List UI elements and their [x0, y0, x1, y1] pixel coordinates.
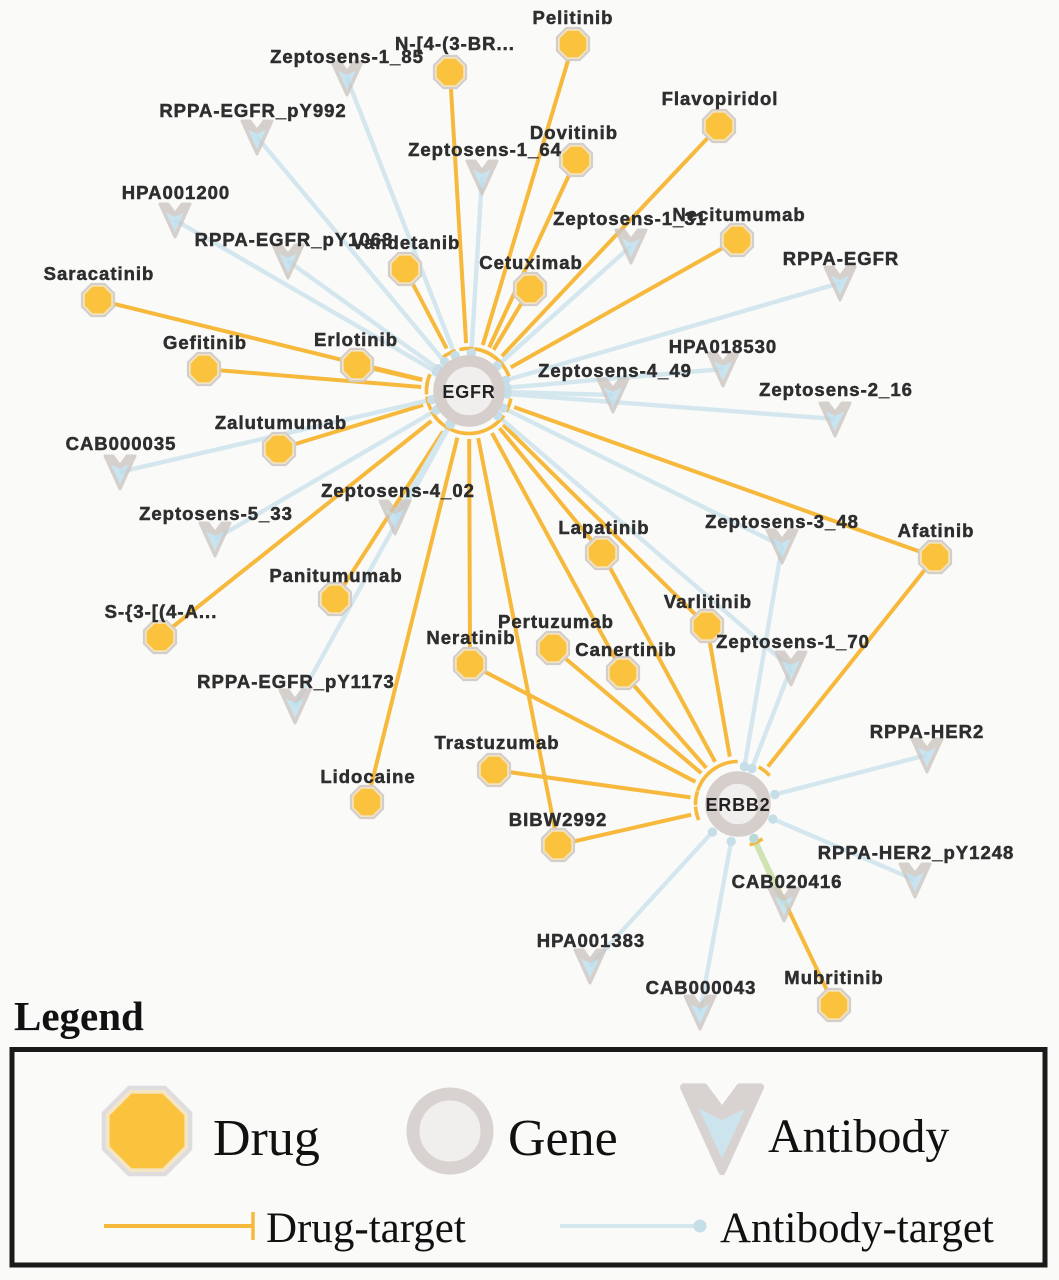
svg-text:Zeptosens-1_31: Zeptosens-1_31 — [553, 208, 707, 229]
svg-text:CAB020416: CAB020416 — [732, 871, 843, 892]
svg-text:Zalutumumab: Zalutumumab — [215, 412, 347, 433]
svg-text:RPPA-HER2: RPPA-HER2 — [870, 721, 985, 742]
svg-text:Lapatinib: Lapatinib — [558, 517, 649, 538]
svg-text:Gefitinib: Gefitinib — [163, 332, 247, 353]
svg-text:Zeptosens-4_49: Zeptosens-4_49 — [538, 360, 692, 381]
svg-text:Zeptosens-2_16: Zeptosens-2_16 — [759, 379, 913, 400]
svg-text:Zeptosens-1_70: Zeptosens-1_70 — [716, 631, 870, 652]
svg-text:Gene: Gene — [508, 1110, 618, 1167]
svg-text:S-{3-[(4-A...: S-{3-[(4-A... — [105, 601, 218, 622]
svg-text:Zeptosens-3_48: Zeptosens-3_48 — [705, 511, 859, 532]
svg-text:Pelitinib: Pelitinib — [533, 7, 614, 28]
svg-text:Cetuximab: Cetuximab — [479, 252, 583, 273]
svg-text:CAB000043: CAB000043 — [646, 977, 757, 998]
svg-text:Pertuzumab: Pertuzumab — [498, 611, 614, 632]
svg-text:Zeptosens-1_64: Zeptosens-1_64 — [408, 139, 562, 160]
svg-text:Canertinib: Canertinib — [575, 639, 676, 660]
svg-text:Saracatinib: Saracatinib — [44, 263, 155, 284]
svg-text:RPPA-HER2_pY1248: RPPA-HER2_pY1248 — [818, 842, 1015, 863]
svg-text:HPA001200: HPA001200 — [122, 182, 230, 203]
svg-text:Neratinib: Neratinib — [426, 627, 515, 648]
svg-text:RPPA-EGFR_pY992: RPPA-EGFR_pY992 — [159, 100, 346, 121]
svg-text:Antibody: Antibody — [768, 1110, 949, 1163]
svg-text:Afatinib: Afatinib — [898, 520, 975, 541]
svg-text:Antibody-target: Antibody-target — [720, 1205, 994, 1252]
svg-text:Lidocaine: Lidocaine — [320, 766, 415, 787]
svg-text:Zeptosens-1_85: Zeptosens-1_85 — [270, 46, 424, 67]
svg-text:Drug: Drug — [213, 1110, 320, 1167]
svg-text:EGFR: EGFR — [442, 382, 495, 402]
svg-text:RPPA-EGFR_pY1173: RPPA-EGFR_pY1173 — [197, 671, 395, 692]
svg-text:HPA001383: HPA001383 — [537, 930, 645, 951]
svg-text:Flavopiridol: Flavopiridol — [662, 88, 779, 109]
svg-text:ERBB2: ERBB2 — [705, 795, 770, 815]
svg-text:Panitumumab: Panitumumab — [269, 565, 402, 586]
svg-text:Zeptosens-5_33: Zeptosens-5_33 — [139, 503, 293, 524]
svg-text:Legend: Legend — [14, 993, 144, 1039]
svg-text:Mubritinib: Mubritinib — [784, 967, 883, 988]
svg-text:RPPA-EGFR: RPPA-EGFR — [783, 248, 900, 269]
svg-text:Trastuzumab: Trastuzumab — [434, 732, 559, 753]
svg-text:RPPA-EGFR_pY1068: RPPA-EGFR_pY1068 — [195, 229, 394, 250]
svg-text:HPA018530: HPA018530 — [669, 336, 777, 357]
svg-text:BIBW2992: BIBW2992 — [509, 809, 607, 830]
svg-text:Dovitinib: Dovitinib — [530, 122, 618, 143]
svg-text:Drug-target: Drug-target — [266, 1205, 466, 1252]
svg-text:Necitumumab: Necitumumab — [672, 204, 805, 225]
svg-text:N-[4-(3-BR...: N-[4-(3-BR... — [395, 33, 515, 54]
svg-text:Varlitinib: Varlitinib — [664, 591, 752, 612]
svg-text:Erlotinib: Erlotinib — [314, 329, 398, 350]
svg-text:Zeptosens-4_02: Zeptosens-4_02 — [321, 480, 475, 501]
svg-text:Vandetanib: Vandetanib — [352, 232, 461, 253]
svg-text:CAB000035: CAB000035 — [66, 433, 177, 454]
